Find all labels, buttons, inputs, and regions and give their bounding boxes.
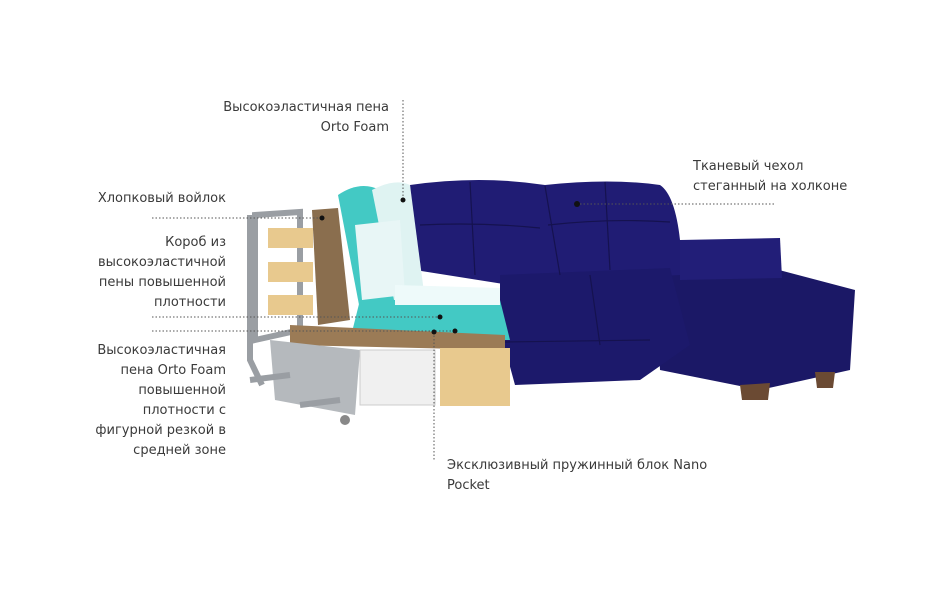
label-cotton-felt: Хлопковый войлок [98,189,226,209]
label-line: плотности [154,295,226,310]
cutaway-layers [247,182,510,425]
sofa-body [410,180,855,400]
label-line: высокоэластичной [98,255,226,270]
label-line: фигурной резкой в [95,423,226,438]
label-line: Эксклюзивный пружинный блок Nano [447,458,708,473]
label-orto-foam-dense: Высокоэластичная пена Orto Foam повышенн… [95,341,226,461]
label-fabric-cover: Тканевый чехол стеганный на холконе [693,157,847,197]
label-line: средней зоне [133,443,226,458]
label-foam-box: Короб из высокоэластичной пены повышенно… [98,233,226,313]
label-spring-block: Эксклюзивный пружинный блок Nano Pocket [447,456,707,496]
label-line: Короб из [165,235,226,250]
label-line: пены повышенной [98,275,226,290]
label-line: Хлопковый войлок [97,191,226,206]
label-line: Orto Foam [320,120,389,135]
label-line: Тканевый чехол [693,159,804,174]
label-line: повышенной [138,383,226,398]
label-line: Высокоэластичная пена [223,100,389,115]
leader-lines [152,100,775,460]
label-orto-foam-top: Высокоэластичная пена Orto Foam [223,98,389,138]
label-line: Высокоэластичная [97,343,226,358]
label-line: стеганный на холконе [693,179,848,194]
leader-dots [319,197,458,335]
label-line: пена Orto Foam [120,363,226,378]
label-line: Pocket [447,478,490,493]
label-line: плотности с [142,403,226,418]
